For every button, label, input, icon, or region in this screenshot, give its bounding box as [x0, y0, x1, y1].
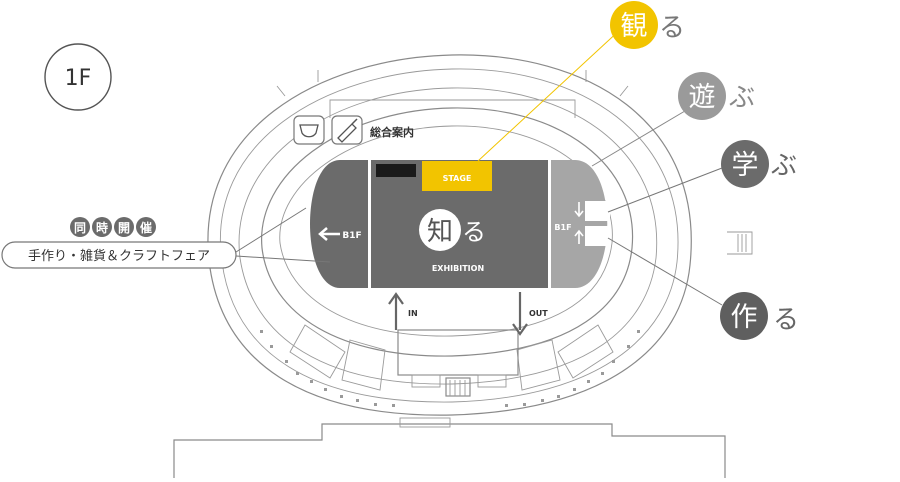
concurrent-event[interactable]: 同 時 開 催 手作り・雑貨＆クラフトフェア: [1, 217, 237, 269]
floor-label: 1F: [65, 66, 92, 91]
miru-kanji: 観: [621, 11, 648, 42]
out-label: OUT: [529, 309, 548, 318]
diaper-icon: [293, 115, 325, 145]
concurrent-char-1: 同: [74, 221, 86, 235]
floor-badge: 1F: [44, 43, 112, 111]
exhibition-label: EXHIBITION: [432, 264, 484, 273]
b1f-left-marker: B1F: [318, 227, 362, 241]
b1f-left-label: B1F: [342, 231, 361, 241]
zone-tsukuru[interactable]: 作 る: [720, 292, 799, 340]
b1f-left-area: [310, 160, 368, 288]
asobu-kana: ぶ: [729, 83, 755, 113]
in-label: IN: [408, 309, 418, 318]
b1f-right-area: [550, 160, 608, 288]
zone-manabu[interactable]: 学 ぶ: [721, 140, 797, 188]
info-desk-label: 総合案内: [370, 125, 414, 139]
concurrent-text: 手作り・雑貨＆クラフトフェア: [28, 248, 210, 264]
shiru-kanji: 知: [427, 217, 453, 247]
bottle-icon: [331, 115, 363, 145]
concurrent-char-3: 開: [118, 221, 130, 235]
manabu-kana: ぶ: [771, 151, 797, 181]
miru-kana: る: [659, 13, 685, 43]
leader-lines: [235, 27, 723, 306]
concurrent-char-4: 催: [140, 220, 152, 235]
stadium-outline: [173, 54, 753, 478]
tsukuru-kana: る: [773, 305, 799, 335]
exit-arrow: OUT: [512, 292, 548, 336]
b1f-right-label: B1F: [554, 223, 571, 232]
concurrent-char-2: 時: [96, 220, 108, 235]
entrance-arrow: IN: [388, 292, 418, 330]
stage-label: STAGE: [443, 174, 472, 183]
b1f-right-marker: B1F: [554, 201, 610, 246]
seat-markers: [260, 330, 640, 407]
info-desk[interactable]: [376, 164, 416, 177]
shiru-kana: る: [462, 218, 486, 246]
manabu-kanji: 学: [732, 150, 759, 181]
zone-miru[interactable]: 観 る: [610, 1, 685, 49]
zone-asobu[interactable]: 遊 ぶ: [678, 72, 755, 120]
stage[interactable]: [422, 161, 492, 191]
shiru-zone-label: 知 る: [419, 209, 486, 251]
tsukuru-kanji: 作: [731, 302, 758, 333]
asobu-kanji: 遊: [689, 82, 716, 113]
